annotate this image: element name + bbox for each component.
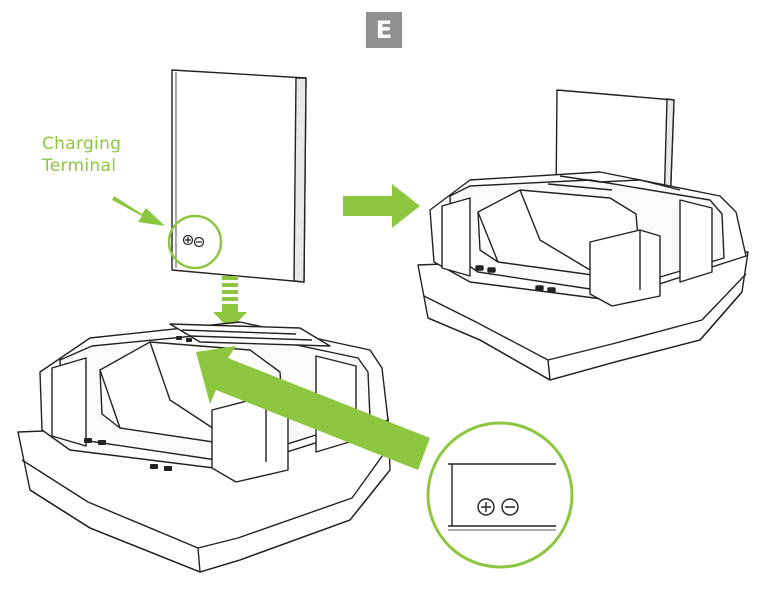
zoom-plus-icon (477, 498, 495, 516)
cradle-contacts (176, 336, 192, 342)
battery-terminals (182, 234, 205, 248)
plus-terminal-icon (182, 234, 194, 246)
contact-pointer-arrow (196, 346, 430, 470)
callout-pointer-arrow (112, 196, 165, 226)
transition-arrow (343, 184, 420, 228)
insert-down-arrow (213, 276, 247, 330)
loose-battery (171, 69, 307, 283)
cradle-with-battery (417, 89, 749, 381)
zoom-minus-icon (501, 498, 519, 516)
empty-cradle (17, 321, 391, 573)
callout-line-1: Charging (42, 134, 122, 154)
zoom-inset (426, 421, 574, 569)
terminal-highlight-circle (167, 214, 223, 270)
step-label: E (375, 16, 393, 44)
charging-terminal-label: Charging Terminal (42, 133, 121, 177)
callout-line-2: Terminal (42, 156, 117, 176)
cradle-body (429, 171, 747, 307)
empty-cradle-leds (84, 438, 172, 471)
step-badge: E (366, 12, 402, 48)
minus-terminal-icon (193, 236, 205, 248)
empty-cradle-body (39, 321, 389, 483)
cradle-status-leds (475, 265, 556, 293)
